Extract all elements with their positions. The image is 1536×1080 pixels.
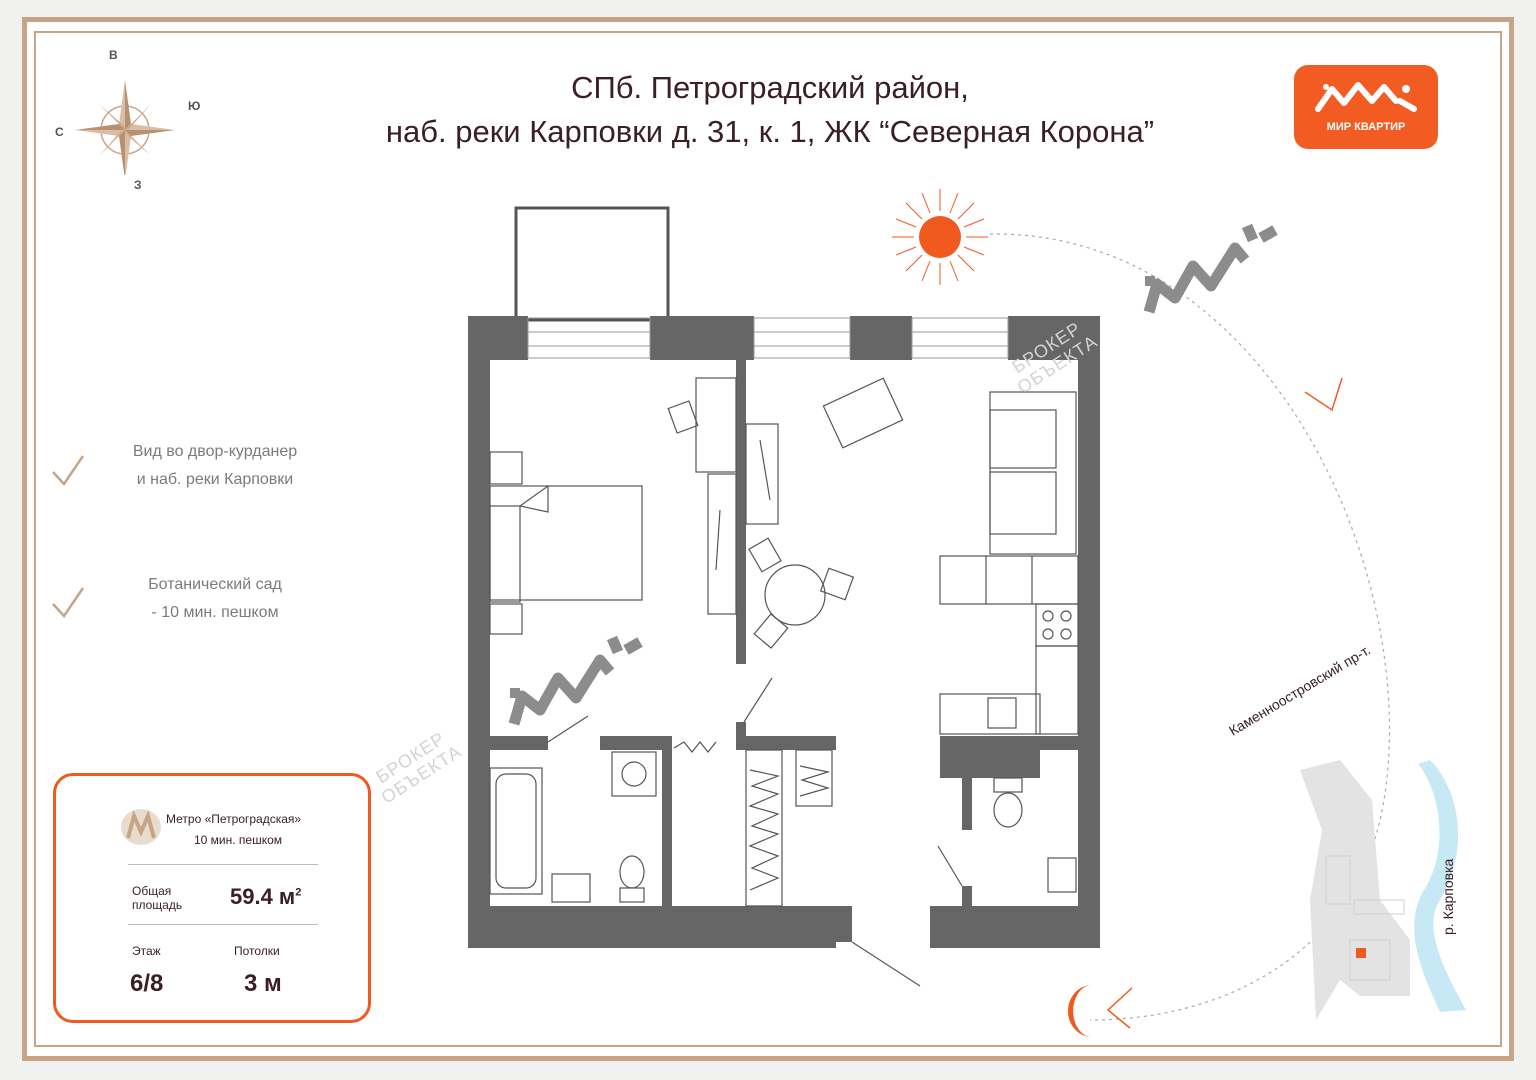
feature-view-line-1: Вид во двор-курданер xyxy=(132,443,298,460)
logo-text: МИР КВАРТИР xyxy=(1326,121,1406,133)
title-line-2: наб. реки Карповки д. 31, к. 1, ЖК “Севе… xyxy=(385,114,1155,149)
floor-value: 6/8 xyxy=(130,970,164,997)
area-unit-superscript: 2 xyxy=(295,886,302,899)
property-marker xyxy=(1356,948,1366,958)
divider xyxy=(128,864,318,865)
metro-time: 10 мин. пешком xyxy=(194,833,283,847)
living-furniture xyxy=(745,377,1079,735)
feature-garden-line-2: - 10 мин. пешком xyxy=(151,604,279,621)
page-title: СПб. Петроградский район, наб. реки Карп… xyxy=(300,66,1240,154)
sun-path-arc xyxy=(989,233,1391,1029)
river-shape xyxy=(1414,760,1466,1012)
balcony xyxy=(514,206,670,322)
compass-south-label: З xyxy=(134,178,142,192)
floor-plan xyxy=(468,206,1100,987)
river-label: р. Карповка xyxy=(1440,858,1456,935)
checkmark-icon xyxy=(52,587,85,619)
logo-mark-icon xyxy=(1315,82,1417,112)
checkmark-icon xyxy=(52,455,85,487)
ceiling-label: Потолки xyxy=(234,944,280,958)
feature-view-line-2: и наб. реки Карповки xyxy=(136,471,294,488)
metro-name: Метро «Петроградская» xyxy=(166,812,302,826)
building-outlines xyxy=(1325,855,1405,981)
area-value-text: 59.4 м xyxy=(230,884,296,909)
compass-east-label: Ю xyxy=(188,99,201,113)
floor-label: Этаж xyxy=(132,944,161,958)
bedroom-furniture xyxy=(489,377,737,635)
sun-icon xyxy=(892,189,988,285)
watermark-logo-icon xyxy=(508,635,643,726)
divider xyxy=(128,924,318,925)
area-label-line-1: Общая xyxy=(132,884,172,898)
feature-garden-line-1: Ботанический сад xyxy=(148,576,282,593)
building-blocks xyxy=(1300,760,1410,1020)
metro-logo-icon xyxy=(121,809,161,845)
inner-frame xyxy=(34,31,1502,1047)
doors xyxy=(547,677,963,987)
bathroom-fixtures xyxy=(489,751,1077,903)
area-value: 59.4 м2 xyxy=(230,884,301,910)
title-line-1: СПб. Петроградский район, xyxy=(571,70,969,105)
watermark-logo-icon xyxy=(1143,223,1278,314)
compass-west-label: С xyxy=(55,125,64,139)
area-label-line-2: площадь xyxy=(132,898,183,912)
compass-rose-icon xyxy=(75,80,175,175)
info-card: Метро «Петроградская» 10 мин. пешком Общ… xyxy=(53,773,371,1023)
compass-north-label: В xyxy=(109,48,118,62)
feature-view: Вид во двор-курданер и наб. реки Карповк… xyxy=(90,438,340,494)
windows xyxy=(527,317,1009,359)
exterior-walls xyxy=(468,316,1100,948)
feature-garden: Ботанический сад - 10 мин. пешком xyxy=(90,571,340,627)
area-label: Общая площадь xyxy=(132,884,182,912)
ceiling-value: 3 м xyxy=(244,970,282,997)
brand-logo: МИР КВАРТИР xyxy=(1294,65,1438,149)
wardrobes xyxy=(673,741,833,907)
location-map xyxy=(1300,760,1466,1020)
moon-icon xyxy=(1068,985,1092,1037)
